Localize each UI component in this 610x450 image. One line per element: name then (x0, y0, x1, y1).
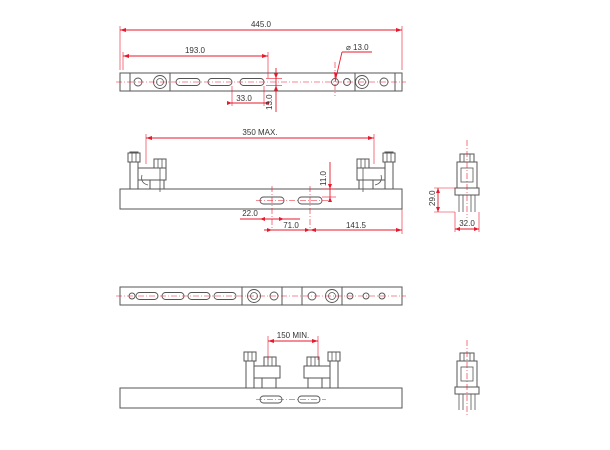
dim-overall-length: 445.0 (251, 20, 272, 29)
dim-hole-diameter: ⌀ 13.0 (346, 43, 369, 52)
left-clamp-front-min (243, 351, 281, 389)
dim-clamp-width: 32.0 (459, 219, 475, 228)
dim-slot-offset: 71.0 (283, 221, 299, 230)
top-view-min (116, 286, 406, 306)
dim-slot-width: 13.0 (265, 94, 274, 110)
dim-end-distance: 141.5 (346, 221, 367, 230)
side-view-upper: 29.0 32.0 (428, 140, 480, 232)
dim-clamp-span-min: 150 MIN. (277, 331, 309, 340)
dim-clamp-span-max: 350 MAX. (242, 128, 277, 137)
dim-slot-span: 193.0 (185, 46, 206, 55)
dim-clamp-height: 29.0 (428, 190, 437, 206)
right-clamp-front-min (303, 351, 341, 389)
dim-slot-pitch: 33.0 (236, 94, 252, 103)
right-clamp-front (356, 151, 396, 192)
left-clamp-front (127, 151, 167, 192)
top-view-max: 445.0 193.0 ⌀ 13.0 33.0 13.0 (116, 20, 406, 112)
side-view-lower (454, 340, 480, 416)
front-view-min: 150 MIN. (119, 331, 403, 409)
front-view-max: 350 MAX. 11.0 22.0 71.0 141.5 (119, 128, 403, 234)
dim-slot-length: 22.0 (242, 209, 258, 218)
dim-bar-height: 11.0 (319, 170, 328, 186)
